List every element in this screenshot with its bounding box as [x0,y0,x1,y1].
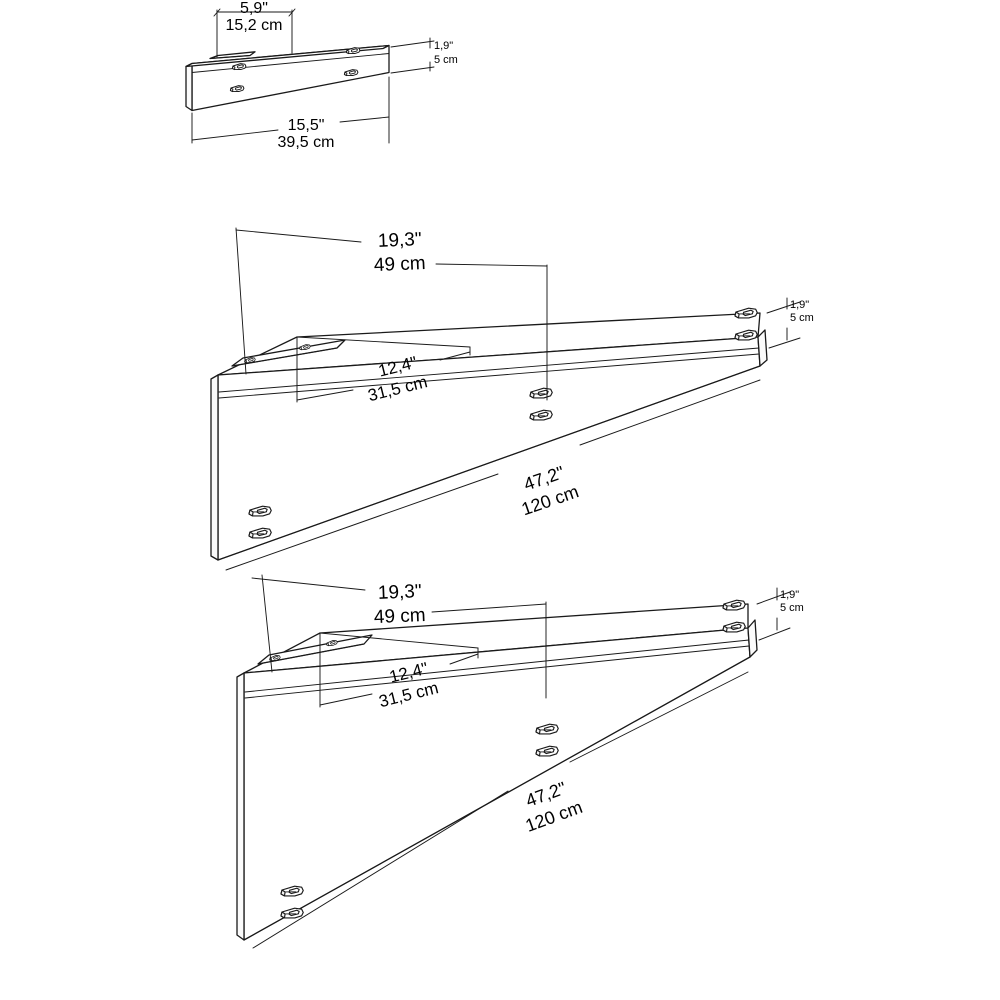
dim-panel-middle-thickness-imperial: 1,9" [790,299,809,311]
dim-panel-top-inset-imperial: 5,9" [240,0,268,17]
dim-panel-middle-depth-imperial: 19,3" [377,229,422,252]
dim-panel-top-inset [213,8,296,58]
dim-panel-middle-depth [235,227,548,401]
dim-panel-top-length [191,76,390,144]
panel-middle-groove-line-1 [218,347,760,393]
dim-panel-bottom-length [252,671,749,949]
panel-middle-right-end-face [757,329,768,367]
dim-panel-middle-depth-metric: 49 cm [373,253,426,276]
panel-top-left-end-face [185,62,193,112]
panel-middle-cleat-edge [231,347,338,367]
dim-panel-top-thickness-metric: 5 cm [434,54,458,66]
panel-top-cleat-edge [209,55,251,59]
dim-panel-top-thickness [390,37,435,74]
panel-bottom-bottom-edge [243,656,751,941]
dim-panel-middle-length [225,379,761,571]
dim-panel-top-length-imperial: 15,5" [288,117,325,134]
panel-middle-bottom-edge [217,365,761,561]
panel-bottom-groove-line-1 [244,639,750,693]
panel-bottom-groove-line-2 [244,645,750,699]
panel-middle-groove-line-2 [218,353,760,399]
dim-panel-bottom-thickness [756,587,791,641]
dim-panel-bottom-depth [251,574,547,699]
panel-top-groove-line [191,53,390,73]
dim-panel-middle-inset [296,336,471,403]
dim-panel-top-length-metric: 39,5 cm [278,134,335,151]
dim-panel-bottom-thickness-imperial: 1,9" [780,589,799,601]
dim-panel-middle-thickness-metric: 5 cm [790,312,814,324]
dim-panel-bottom-inset [319,632,479,708]
panel-middle-left-end-face [210,374,219,561]
dim-panel-bottom-depth-imperial: 19,3" [377,581,422,604]
panel-bottom-left-end-face [236,672,245,941]
panel-middle-group: 19,3" 49 cm 12,4" 31,5 cm 47,2" 120 cm [210,227,814,571]
dim-panel-bottom-depth-metric: 49 cm [373,605,426,628]
panel-bottom-group: 19,3" 49 cm 12,4" 31,5 cm 47,2" 120 cm [236,574,804,949]
dim-panel-top-thickness-imperial: 1,9" [434,40,453,52]
dim-panel-top-inset-metric: 15,2 cm [226,17,283,34]
panel-top-top-face [185,44,390,68]
panel-top-group: 5,9" 15,2 cm 15,5" 39,5 cm 1,9" 5 cm [185,0,458,151]
dim-panel-middle-thickness [766,297,801,349]
panel-bottom-right-end-face [747,619,758,658]
dim-panel-bottom-thickness-metric: 5 cm [780,602,804,614]
